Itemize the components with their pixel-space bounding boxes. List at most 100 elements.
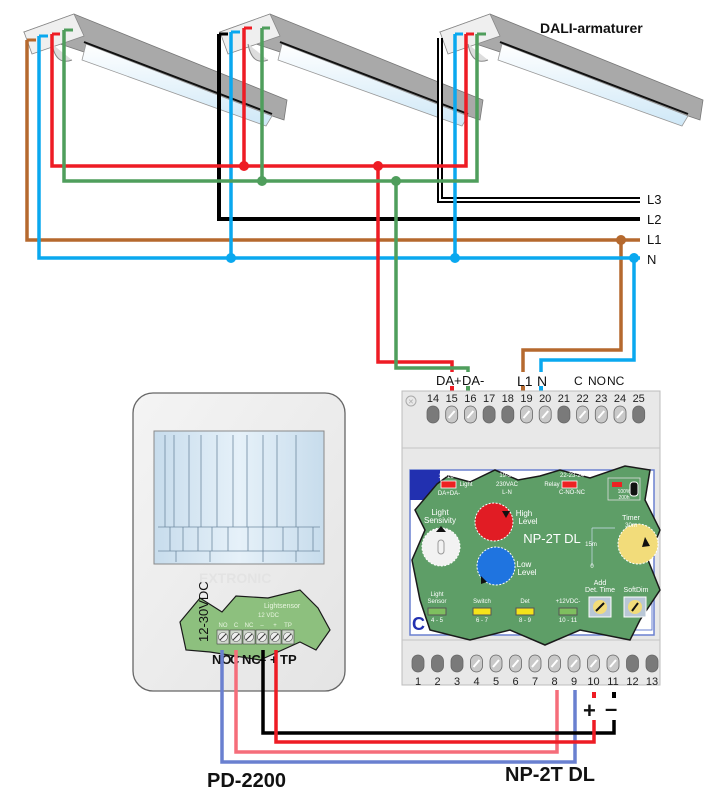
sensor-brand: EXTRONIC [199,570,271,586]
wire [274,650,596,744]
sensor-terminal-label: TP [280,652,297,667]
terminal-screw[interactable] [613,405,627,424]
timer-knob[interactable] [617,523,659,565]
terminal-screw[interactable] [445,405,459,424]
terminal-number: 1 [415,676,421,688]
terminal-number: 15 [446,393,458,405]
high-level-knob[interactable] [474,502,514,542]
board-label: Level [518,517,537,526]
terminal-blank[interactable] [626,654,639,673]
terminal-screw[interactable] [606,654,620,673]
svg-text:8 - 9: 8 - 9 [519,618,532,624]
terminal-number: 18 [502,393,514,405]
terminal-screw[interactable] [548,654,561,673]
wire-l1 [25,40,640,242]
supply-plus-label: + [583,698,596,723]
label-da-plus: DA+ [436,373,462,388]
sensor-pin-label: NO [219,623,228,629]
terminal-number: 9 [571,676,577,688]
sensor-pin-label: + [273,623,277,629]
board-label: Sensivity [424,516,456,525]
terminal-number: 13 [646,676,658,688]
low-level-knob[interactable] [476,546,516,586]
terminal-number: 21 [558,393,570,405]
junction-dot [226,253,236,263]
terminal-number: 23 [595,393,607,405]
terminal-screw[interactable] [509,654,522,673]
label-n: N [537,373,547,389]
terminal-screw[interactable] [587,654,600,673]
terminal-number: 3 [454,676,460,688]
board-label: Light [459,482,472,488]
svg-text:+12VDC-: +12VDC- [556,599,581,605]
board-label: Level [517,568,536,577]
wire-l2 [217,34,640,221]
svg-text:Sensor: Sensor [427,599,446,605]
terminal-blank[interactable] [501,405,515,424]
terminal-number: 2 [434,676,440,688]
sensor-terminal-label: + [270,652,278,667]
terminal-number: 8 [551,676,557,688]
supply-minus-label: – [605,696,617,721]
board-label: SoftDim [624,587,649,594]
svg-text:Light: Light [430,592,443,598]
svg-text:10 - 11: 10 - 11 [559,618,578,624]
terminal-screw[interactable] [528,654,542,673]
terminal-number: 6 [512,676,518,688]
terminal-blank[interactable] [450,654,464,673]
terminal-blank[interactable] [431,654,444,673]
terminal-marker [466,386,470,392]
sensor-terminal-screw[interactable] [216,629,230,645]
terminal-marker [539,386,543,392]
board-label: 15-16 [438,474,454,480]
junction-dot [257,176,267,186]
board-label: 100% [618,489,631,495]
wires-bottom [220,650,616,764]
junction-dot [391,176,401,186]
dali-led [440,480,457,489]
terminal-blank[interactable] [645,654,659,673]
junction-dot [450,253,460,263]
junction-dot [616,235,626,245]
sensor-terminal-screw[interactable] [281,629,295,645]
terminal-blank[interactable] [426,405,440,424]
terminal-screw[interactable] [538,405,552,424]
terminal-blank[interactable] [557,405,571,424]
terminal-blank[interactable] [411,654,425,673]
board-label: 230VAC [496,482,519,488]
terminal-blank[interactable] [482,405,496,424]
svg-text:C: C [412,614,425,634]
terminal-number: 4 [473,676,479,688]
terminal-screw[interactable] [567,654,581,673]
terminal-screw[interactable] [470,654,483,673]
wire-l1-drop [521,240,623,372]
svg-text:4 - 5: 4 - 5 [431,618,444,624]
sensor-terminal-screw[interactable] [268,629,282,645]
board-label: DA+DA- [438,491,460,497]
board-input: +12VDC- 10 - 11 [556,599,581,624]
terminal-screw[interactable] [576,405,589,424]
terminal-screw[interactable] [463,405,477,424]
terminal-screw[interactable] [489,654,503,673]
board-label: Low [517,560,532,569]
wire-l3-core [439,38,640,201]
svg-text:Switch: Switch [473,599,491,605]
diagram-title: DALI-armaturer [540,20,643,36]
sensor-terminal-screw[interactable] [242,629,256,645]
light-sensivity-knob[interactable] [421,527,461,567]
sensor-terminal-screw[interactable] [255,629,269,645]
sensor-terminal-screw[interactable] [229,629,243,645]
sensor-terminal-label: NC [242,652,261,667]
terminal-screw[interactable] [594,405,608,424]
terminal-screw[interactable] [520,405,533,424]
svg-text:Det: Det [520,599,530,605]
wire [261,650,616,735]
board-label: C-NO-NC [559,490,586,496]
terminal-blank[interactable] [632,405,646,424]
wire-n [37,36,640,260]
